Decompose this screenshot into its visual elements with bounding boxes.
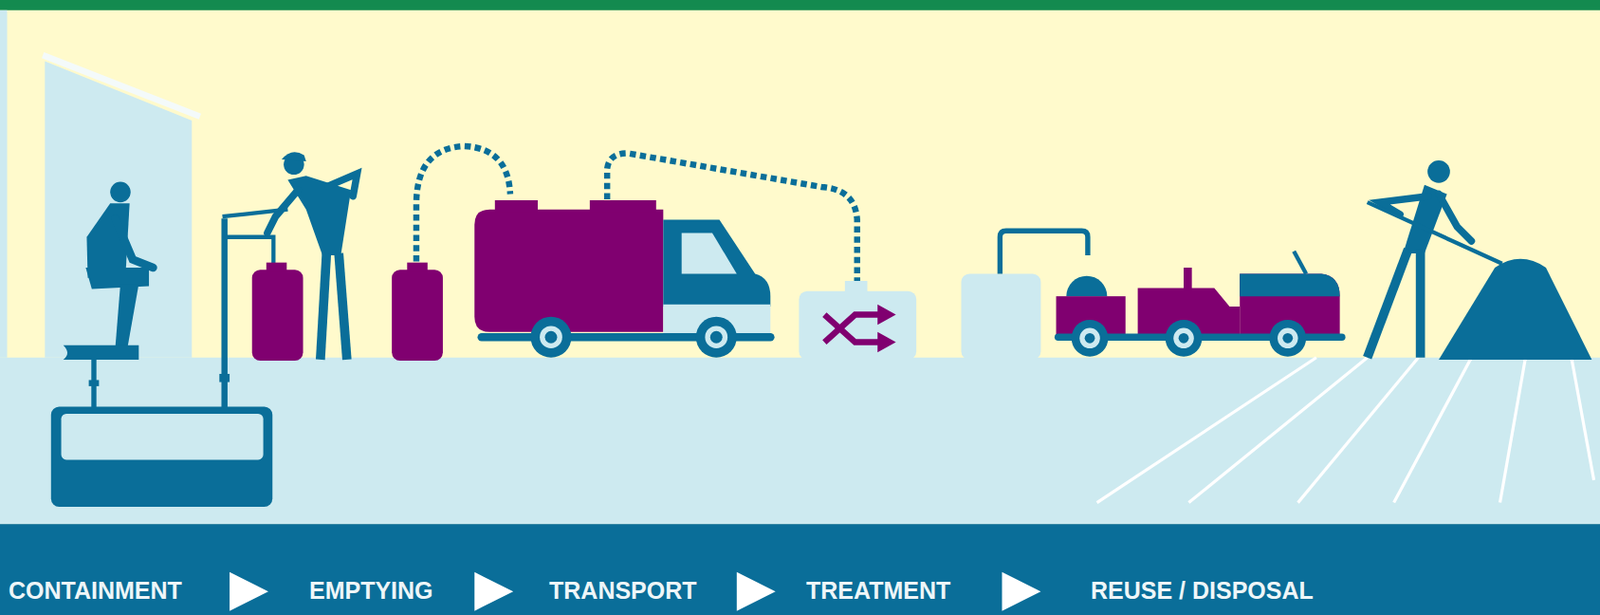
wheel-hub [545, 331, 558, 344]
compost-pile [1438, 258, 1592, 360]
barrel-cap [406, 262, 428, 273]
cab-window [681, 232, 737, 274]
outlet-pipe [999, 230, 1088, 274]
ray [1500, 357, 1527, 503]
ray [1394, 357, 1472, 503]
truck-wheels [530, 316, 736, 358]
stage-band [0, 523, 1600, 615]
leg [1367, 249, 1409, 358]
pipe-joint [89, 379, 100, 386]
leg [338, 253, 348, 360]
top-bar [0, 0, 1600, 11]
arrow-head [877, 304, 896, 326]
load-dome [1066, 275, 1107, 297]
wheel-hub [1085, 332, 1096, 344]
wheel [1268, 319, 1306, 357]
pump-outlet [224, 237, 275, 268]
head [1427, 160, 1451, 184]
shuffle-line [824, 314, 880, 343]
containment-tank [51, 405, 273, 506]
wheel-rim [1173, 328, 1195, 350]
arm [328, 173, 357, 197]
ray [1571, 357, 1595, 480]
edge-strip [0, 10, 8, 358]
arm [1438, 194, 1472, 242]
step-arrow [1002, 571, 1042, 611]
lever [1293, 251, 1306, 275]
toilet-seat [63, 345, 140, 360]
wheel-rim [539, 325, 563, 349]
ray [1298, 357, 1419, 503]
thigh [85, 267, 149, 290]
arm [115, 218, 154, 268]
wheel-hub [1282, 332, 1293, 344]
wheel-hub [1178, 332, 1190, 344]
stage-label: TREATMENT [806, 575, 951, 605]
stage-label: EMPTYING [309, 575, 434, 605]
wheel-rim [1079, 328, 1101, 350]
ray [1097, 357, 1317, 503]
ray [1188, 357, 1367, 503]
arrow-head [877, 331, 896, 353]
stage-label: CONTAINMENT [8, 575, 183, 605]
step-arrow [474, 571, 514, 611]
ground-rays [1097, 357, 1595, 503]
treatment-unit [798, 291, 917, 360]
cap [281, 151, 307, 162]
tractor-hood [1239, 273, 1340, 296]
leg [1416, 249, 1426, 358]
pumping-person [267, 151, 358, 360]
tank-chamber [61, 413, 264, 460]
shuffle-icon [824, 304, 896, 353]
step-arrow [229, 571, 269, 611]
discharge-hose [606, 152, 858, 281]
wheel-rim [1277, 328, 1299, 350]
wheel [530, 316, 571, 358]
truck-tank [474, 209, 663, 332]
step-arrow [736, 571, 776, 611]
leg [320, 253, 327, 360]
shoveling-person [1367, 160, 1472, 358]
wheel [696, 316, 737, 358]
stage-label: TRANSPORT [549, 575, 698, 605]
treatment-tank [960, 273, 1041, 359]
barrel [252, 269, 304, 361]
truck-cab [662, 219, 771, 306]
shuffle-line [824, 314, 880, 343]
shin [115, 283, 140, 348]
arm [267, 189, 298, 233]
ground [0, 357, 1600, 524]
wheel-rim [704, 325, 728, 349]
roof-line [42, 55, 201, 117]
tank-hatch [495, 200, 538, 213]
inlet-cap [845, 280, 868, 294]
sitting-person [85, 182, 153, 348]
stage-label: REUSE / DISPOSAL [1090, 575, 1314, 605]
step-arrows [229, 571, 1041, 611]
tank-hatch [589, 200, 657, 213]
wheel [1071, 319, 1109, 357]
head [110, 182, 131, 203]
tractor-wheels [1071, 319, 1306, 357]
wheel-hub [710, 331, 723, 344]
barrel-cap [266, 262, 288, 273]
pipe-joint [219, 373, 230, 383]
wheel [1165, 319, 1203, 357]
barrel [391, 269, 443, 361]
shovel [1367, 202, 1503, 264]
